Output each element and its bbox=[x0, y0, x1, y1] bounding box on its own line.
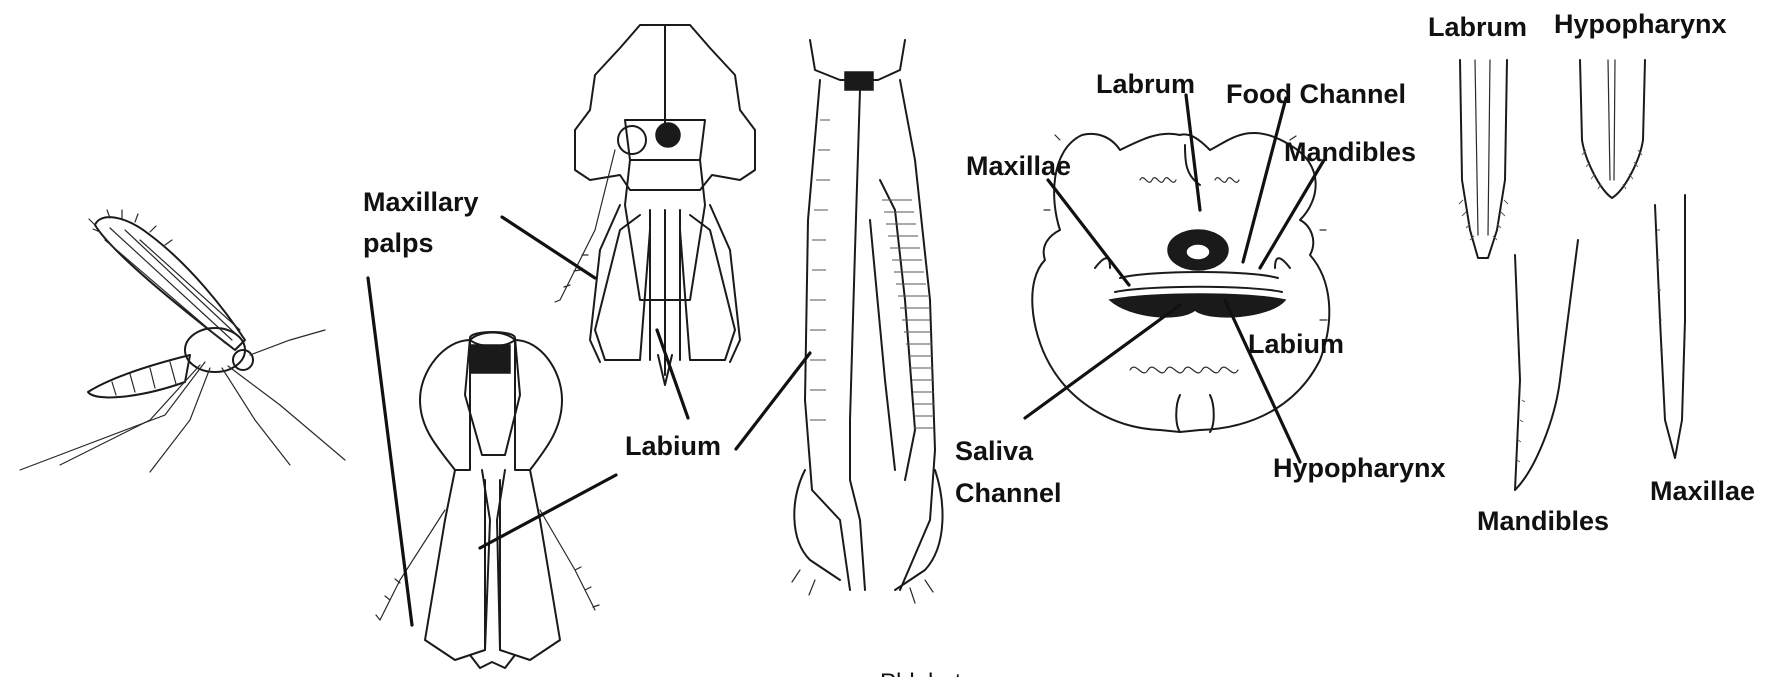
leader-maxillary-palps-lower bbox=[368, 278, 412, 625]
label-hypopharynx-cross: Hypopharynx bbox=[1273, 453, 1446, 483]
label-saliva-channel-line1: Saliva bbox=[955, 436, 1034, 466]
proboscis-cross-section-illustration bbox=[1032, 133, 1329, 432]
label-saliva-channel-line2: Channel bbox=[955, 478, 1062, 508]
leader-maxillae-cross bbox=[1048, 180, 1129, 285]
label-labrum-cross: Labrum bbox=[1096, 69, 1195, 99]
label-food-channel: Food Channel bbox=[1226, 79, 1406, 109]
label-maxillary-palps-line1: Maxillary bbox=[363, 187, 479, 217]
label-maxillae-stylet: Maxillae bbox=[1650, 476, 1755, 506]
bottom-caption: Phlebotomus bbox=[880, 669, 1020, 677]
head-frontal-illustration bbox=[555, 25, 755, 385]
text-labels: Maxillary palps Labium Labrum Food Chann… bbox=[363, 9, 1755, 677]
leader-labium-proboscis bbox=[736, 353, 810, 449]
label-maxillae-cross: Maxillae bbox=[966, 151, 1071, 181]
stylet-illustration bbox=[1459, 60, 1685, 490]
leader-lines bbox=[368, 95, 1324, 625]
sand-fly-illustration bbox=[20, 210, 345, 472]
label-labium-center: Labium bbox=[625, 431, 721, 461]
label-labium-cross: Labium bbox=[1248, 329, 1344, 359]
leader-labrum-cross bbox=[1186, 95, 1200, 210]
label-labrum-stylet: Labrum bbox=[1428, 12, 1527, 42]
label-maxillary-palps-line2: palps bbox=[363, 228, 434, 258]
leader-hypopharynx-cross bbox=[1225, 300, 1300, 462]
label-hypopharynx-stylet: Hypopharynx bbox=[1554, 9, 1727, 39]
label-mandibles-stylet: Mandibles bbox=[1477, 506, 1609, 536]
leader-mandibles-cross bbox=[1260, 160, 1324, 268]
proboscis-illustration bbox=[792, 40, 943, 603]
leader-maxillary-palps-upper bbox=[502, 217, 595, 278]
label-mandibles-cross: Mandibles bbox=[1284, 137, 1416, 167]
